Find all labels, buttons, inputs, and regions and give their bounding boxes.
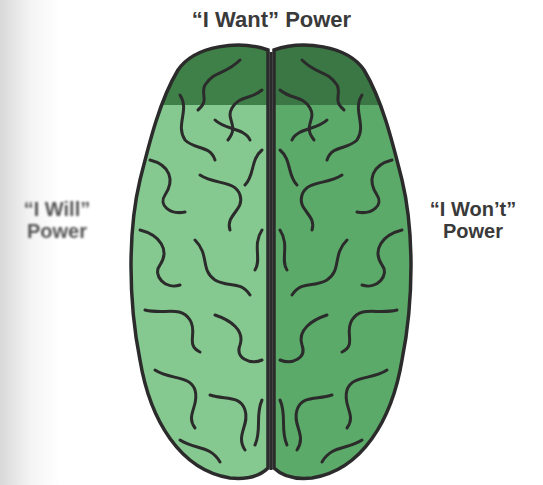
region-label: “I Want” Power: [150, 8, 393, 32]
region-label: “I Will” Power: [2, 198, 112, 242]
region-label: “I Won’t” Power: [408, 198, 538, 242]
left-gyri: [140, 60, 262, 462]
right-hemisphere: [262, 40, 422, 485]
left-outline: [131, 45, 268, 478]
right-outline: [274, 45, 411, 478]
right-gyri: [280, 60, 402, 462]
central-fissure: [270, 52, 273, 470]
left-hemisphere: [120, 40, 280, 485]
